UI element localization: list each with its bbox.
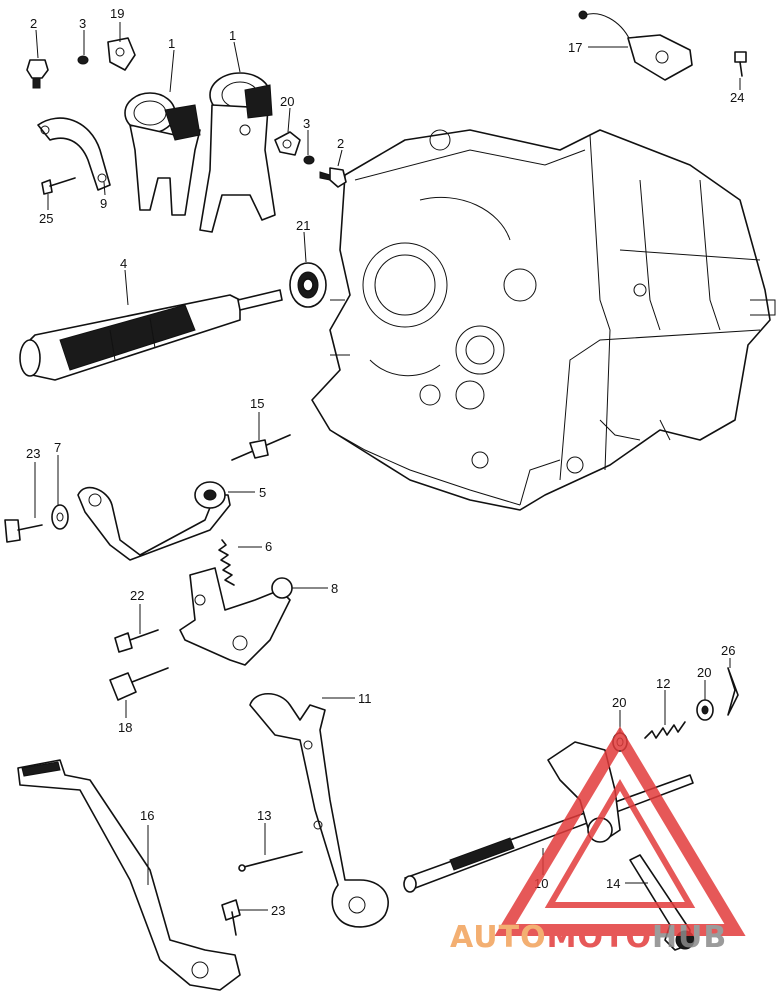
label-23-b: 23 [271,903,285,918]
bolt-2-left [26,59,49,89]
shift-drum [19,289,283,381]
label-20-c: 20 [697,665,711,680]
washer-3-right [303,155,315,165]
label-17: 17 [568,40,582,55]
washer-20-right [696,699,714,721]
label-26: 26 [721,643,735,658]
gearshift-arm-11 [249,692,389,928]
washer-7 [51,504,69,530]
bracket-8 [179,567,293,666]
label-11: 11 [358,691,372,706]
label-18: 18 [118,720,132,735]
label-8: 8 [331,581,338,596]
watermark-logo: AUTOMOTOHUB [450,726,746,955]
watermark-hub: HUB [652,920,727,955]
crankcase [311,129,776,511]
stud-15 [231,434,291,461]
label-23-a: 23 [26,446,40,461]
bolt-2-right [319,167,347,188]
label-1-b: 1 [229,28,236,43]
label-5: 5 [259,485,266,500]
pin-13 [238,851,303,872]
label-22: 22 [130,588,144,603]
label-1-a: 1 [168,36,175,51]
label-16: 16 [140,808,154,823]
clip-26 [727,667,739,716]
label-3-a: 3 [79,16,86,31]
label-2-a: 2 [30,16,37,31]
bearing [289,262,327,308]
gearshift-pedal-16 [17,759,241,991]
washer-20-top [274,131,301,156]
label-4: 4 [120,256,127,271]
spring-12 [644,721,686,739]
label-6: 6 [265,539,272,554]
label-2-b: 2 [337,136,344,151]
screw-25 [41,177,76,195]
watermark-triangle-icon [494,726,746,936]
stopper-arm-5 [77,481,231,561]
label-13: 13 [257,808,271,823]
washer-3-left [77,55,89,65]
part-labels: 2 3 19 1 1 20 3 2 4 21 17 24 9 25 15 23 … [26,6,744,918]
label-9: 9 [100,196,107,211]
watermark-moto: MOTO [547,920,652,955]
label-25: 25 [39,211,53,226]
label-12: 12 [656,676,670,691]
bolt-22 [114,629,159,653]
neutral-switch-17 [578,10,693,81]
label-7: 7 [54,440,61,455]
plate-19 [107,37,136,71]
shift-fork-left [124,92,201,216]
label-24: 24 [730,90,744,105]
leader-lines [34,22,741,911]
label-19: 19 [110,6,124,21]
label-3-b: 3 [303,116,310,131]
bolt-23-left [4,519,43,543]
bolt-18 [109,667,169,701]
screw-24 [734,51,747,77]
shift-fork-right [199,72,276,233]
label-20-b: 20 [612,695,626,710]
plate-9 [37,117,111,191]
bolt-23-lower [221,899,241,936]
label-21: 21 [296,218,310,233]
spring-6 [218,539,235,586]
label-14: 14 [606,876,620,891]
label-20-a: 20 [280,94,294,109]
watermark-text: AUTOMOTOHUB [450,920,727,955]
label-15: 15 [250,396,264,411]
watermark-auto: AUTO [450,920,547,955]
